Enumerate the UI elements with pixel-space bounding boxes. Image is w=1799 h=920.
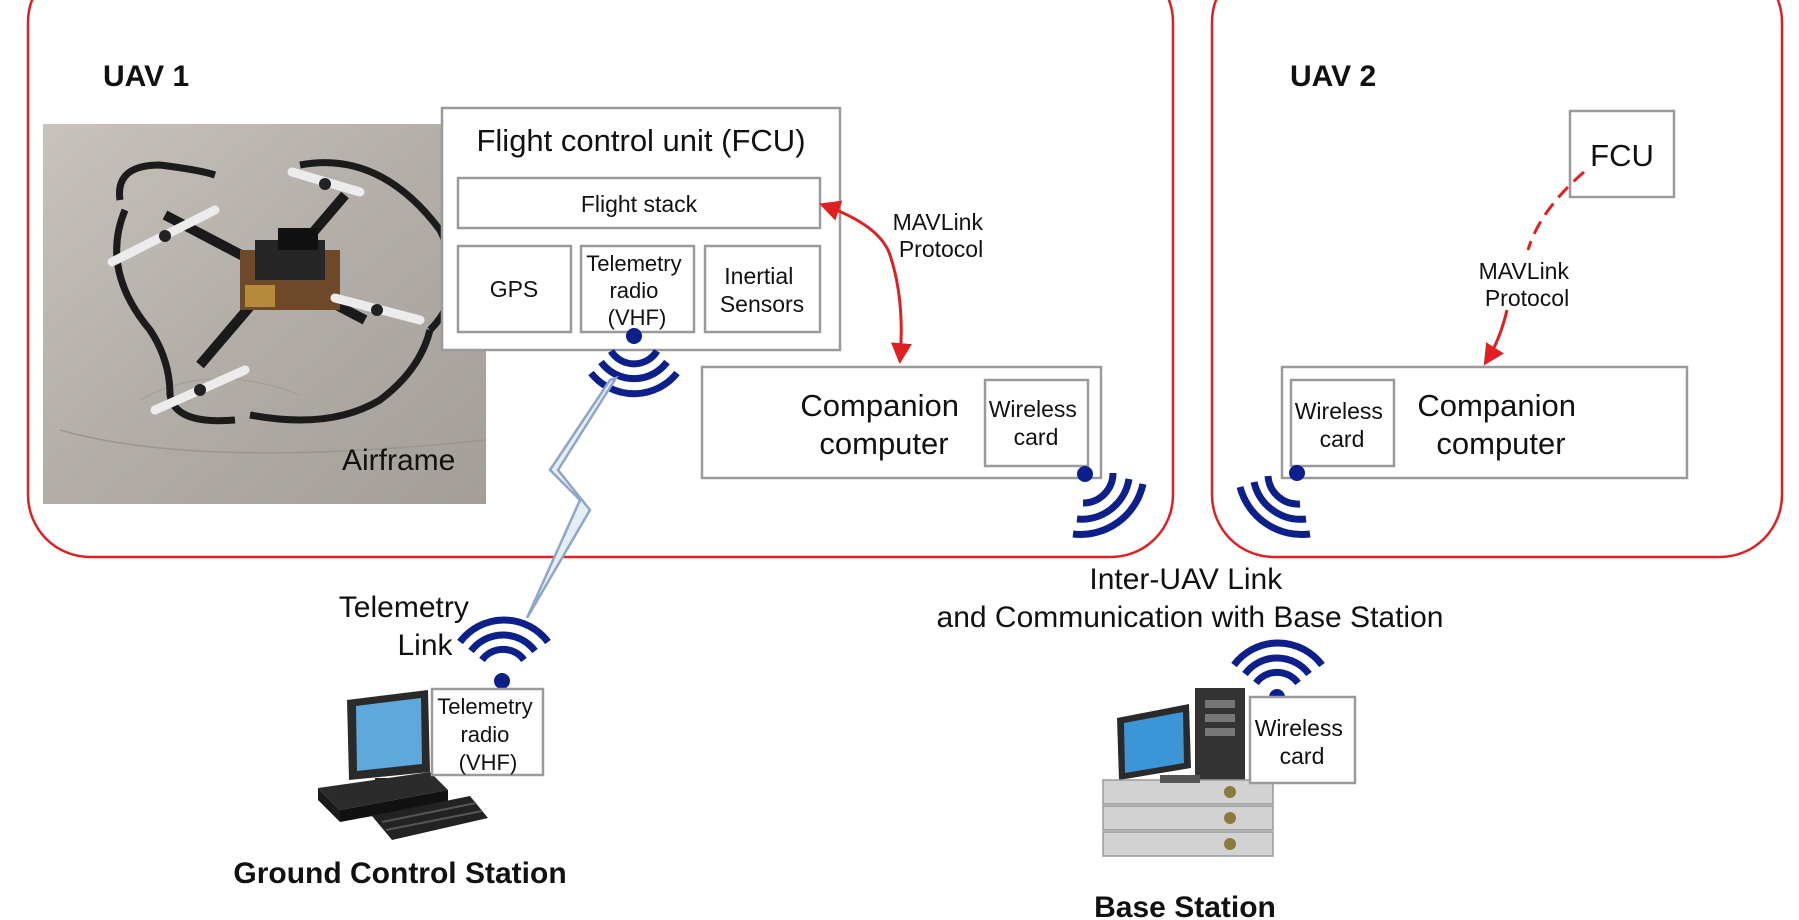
uav2-region (1210, 0, 1784, 559)
uav1-wireless-card-box (983, 378, 1090, 468)
inter-uav-link-label: Inter-UAV Link and Communication with Ba… (937, 563, 1444, 634)
gps-label: GPS (490, 276, 539, 302)
base-wireless-card-label: Wireless card (1255, 715, 1350, 769)
uav2-wireless-card-label: Wireless card (1295, 398, 1390, 452)
inertial-sensors-box (703, 244, 822, 334)
uav1-label: UAV 1 (103, 60, 189, 93)
ground-control-station-label: Ground Control Station (233, 857, 566, 890)
uav2-wireless-signal-icon (1236, 465, 1311, 539)
flight-stack-label: Flight stack (581, 191, 698, 217)
ground-control-computer-icon (318, 690, 488, 840)
airframe-label: Airframe (342, 444, 455, 477)
telemetry-link-label: Telemetry Link (339, 591, 477, 662)
uav1-wireless-card-label: Wireless card (989, 396, 1084, 450)
inertial-sensors-label: Inertial Sensors (720, 263, 804, 317)
gps-box (456, 244, 573, 334)
base-station-signal-icon (1231, 639, 1325, 705)
telemetry-lightning-icon (525, 375, 619, 619)
uav2-mavlink-link-dashed (1526, 170, 1585, 251)
uav2-mavlink-label: MAVLink Protocol (1479, 258, 1576, 311)
uav1-region (26, 0, 1175, 559)
ground-telemetry-radio-box (430, 687, 545, 777)
ground-telemetry-radio-label: Telemetry radio (VHF) (437, 694, 538, 775)
uav2-fcu-label: FCU (1590, 138, 1654, 173)
uav2-mavlink-arrow (1483, 309, 1509, 366)
base-station-label: Base Station (1094, 891, 1276, 920)
base-wireless-card-box (1248, 695, 1357, 785)
airframe-photo (43, 124, 487, 504)
uav2-wireless-card-box (1289, 378, 1396, 468)
ground-telemetry-signal-icon (457, 616, 551, 689)
uav1-telemetry-radio-box (579, 244, 696, 334)
uav1-fcu-title: Flight control unit (FCU) (476, 123, 805, 158)
base-station-server-icon (1102, 688, 1274, 857)
uav1-mavlink-arrow (819, 200, 912, 365)
uav2-label: UAV 2 (1290, 60, 1376, 93)
uav2-fcu-box (1568, 109, 1676, 199)
uav1-wireless-signal-icon (1072, 466, 1147, 538)
uav1-telemetry-signal-icon (588, 328, 680, 398)
uav1-companion-label: Companion computer (800, 388, 967, 461)
uav1-telemetry-radio-label: Telemetry radio (VHF) (586, 251, 687, 330)
uav1-mavlink-label: MAVLink Protocol (893, 209, 990, 262)
uav2-companion-label: Companion computer (1417, 388, 1584, 461)
